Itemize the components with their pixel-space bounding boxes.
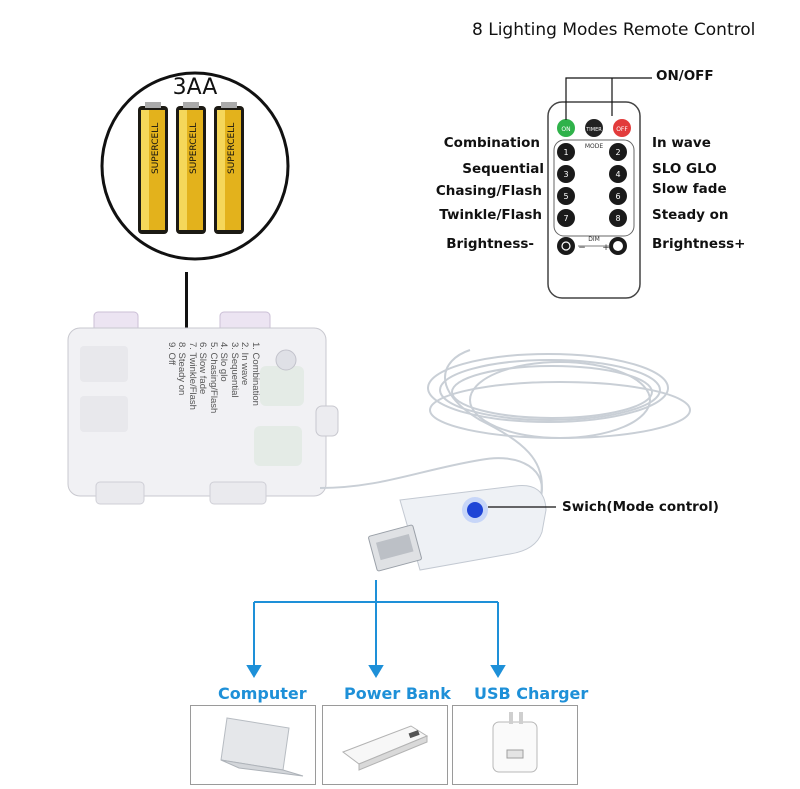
battery-3-brand: SUPERCELL [227, 123, 237, 174]
label-twinkle-flash: Twinkle/Flash [439, 207, 542, 223]
usb-charger-box [452, 705, 578, 785]
button-8[interactable] [609, 209, 627, 227]
mode-label: MODE [585, 143, 604, 150]
button-4[interactable] [609, 165, 627, 183]
svg-text:−: − [578, 243, 586, 253]
off-button[interactable] [613, 119, 631, 137]
label-switch-mode-control: Swich(Mode control) [562, 499, 719, 515]
button-1[interactable] [557, 143, 575, 161]
page-title: 8 Lighting Modes Remote Control [472, 20, 756, 40]
timer-button[interactable] [585, 119, 603, 137]
svg-text:1: 1 [563, 148, 568, 157]
svg-text:4: 4 [615, 170, 620, 179]
svg-text:5: 5 [563, 192, 568, 201]
aa-battery-3: SUPERCELL [214, 102, 244, 234]
button-3[interactable] [557, 165, 575, 183]
svg-text:+: + [602, 243, 610, 253]
battery-1-brand: SUPERCELL [151, 123, 161, 174]
svg-text:7: 7 [563, 214, 568, 223]
battery-illustration: 3AA SUPERCELL SUPERCELL SUPERCELL [100, 71, 290, 261]
label-steady-on: Steady on [652, 207, 729, 223]
on-button[interactable] [557, 119, 575, 137]
label-on-off: ON/OFF [656, 68, 714, 84]
battery-box-mode-list: 1. Combination 2. In wave 3. Sequential … [166, 342, 261, 414]
label-computer: Computer [218, 684, 307, 703]
svg-text:ON: ON [561, 126, 570, 133]
usb-controller [368, 485, 556, 572]
svg-text:3: 3 [563, 170, 568, 179]
aa-battery-1: SUPERCELL [138, 102, 168, 234]
power-bank-icon [341, 725, 429, 771]
battery-count-label: 3AA [173, 75, 218, 100]
button-7[interactable] [557, 209, 575, 227]
brightness-down-button[interactable] [557, 237, 575, 255]
mode-switch-button[interactable] [467, 502, 483, 518]
label-chasing-flash: Chasing/Flash [435, 183, 542, 199]
label-power-bank: Power Bank [344, 684, 451, 703]
wire-coil [320, 349, 691, 501]
sun-icon-large [613, 241, 623, 251]
label-brightness-minus: Brightness- [446, 236, 534, 252]
svg-text:TIMER: TIMER [585, 127, 602, 133]
label-combination: Combination [443, 135, 540, 151]
power-connector-lines [246, 580, 506, 678]
battery-box [67, 311, 339, 505]
battery-2-brand: SUPERCELL [189, 123, 199, 174]
svg-text:8: 8 [615, 214, 620, 223]
label-slo-glo: SLO GLO [652, 161, 717, 177]
svg-text:2: 2 [615, 148, 620, 157]
power-bank-box [322, 705, 448, 785]
laptop-icon [220, 717, 304, 777]
label-brightness-plus: Brightness+ [652, 236, 746, 252]
button-2[interactable] [609, 143, 627, 161]
button-6[interactable] [609, 187, 627, 205]
remote-control: ON TIMER OFF MODE 1 2 3 4 5 6 7 8 DIM − … [547, 101, 641, 299]
remote-pointer-lines [565, 77, 652, 120]
dim-label: DIM [588, 236, 600, 243]
aa-battery-2: SUPERCELL [176, 102, 206, 234]
number-buttons: 1 2 3 4 5 6 7 8 [557, 143, 627, 227]
svg-text:6: 6 [615, 192, 620, 201]
label-usb-charger: USB Charger [474, 684, 589, 703]
sun-icon-small [561, 241, 571, 251]
label-sequential: Sequential [462, 161, 544, 177]
button-5[interactable] [557, 187, 575, 205]
computer-box [190, 705, 316, 785]
battery-connector-line [185, 272, 188, 332]
usb-charger-icon [492, 712, 538, 773]
label-slow-fade: Slow fade [652, 181, 727, 197]
svg-text:OFF: OFF [616, 126, 628, 133]
label-in-wave: In wave [652, 135, 711, 151]
